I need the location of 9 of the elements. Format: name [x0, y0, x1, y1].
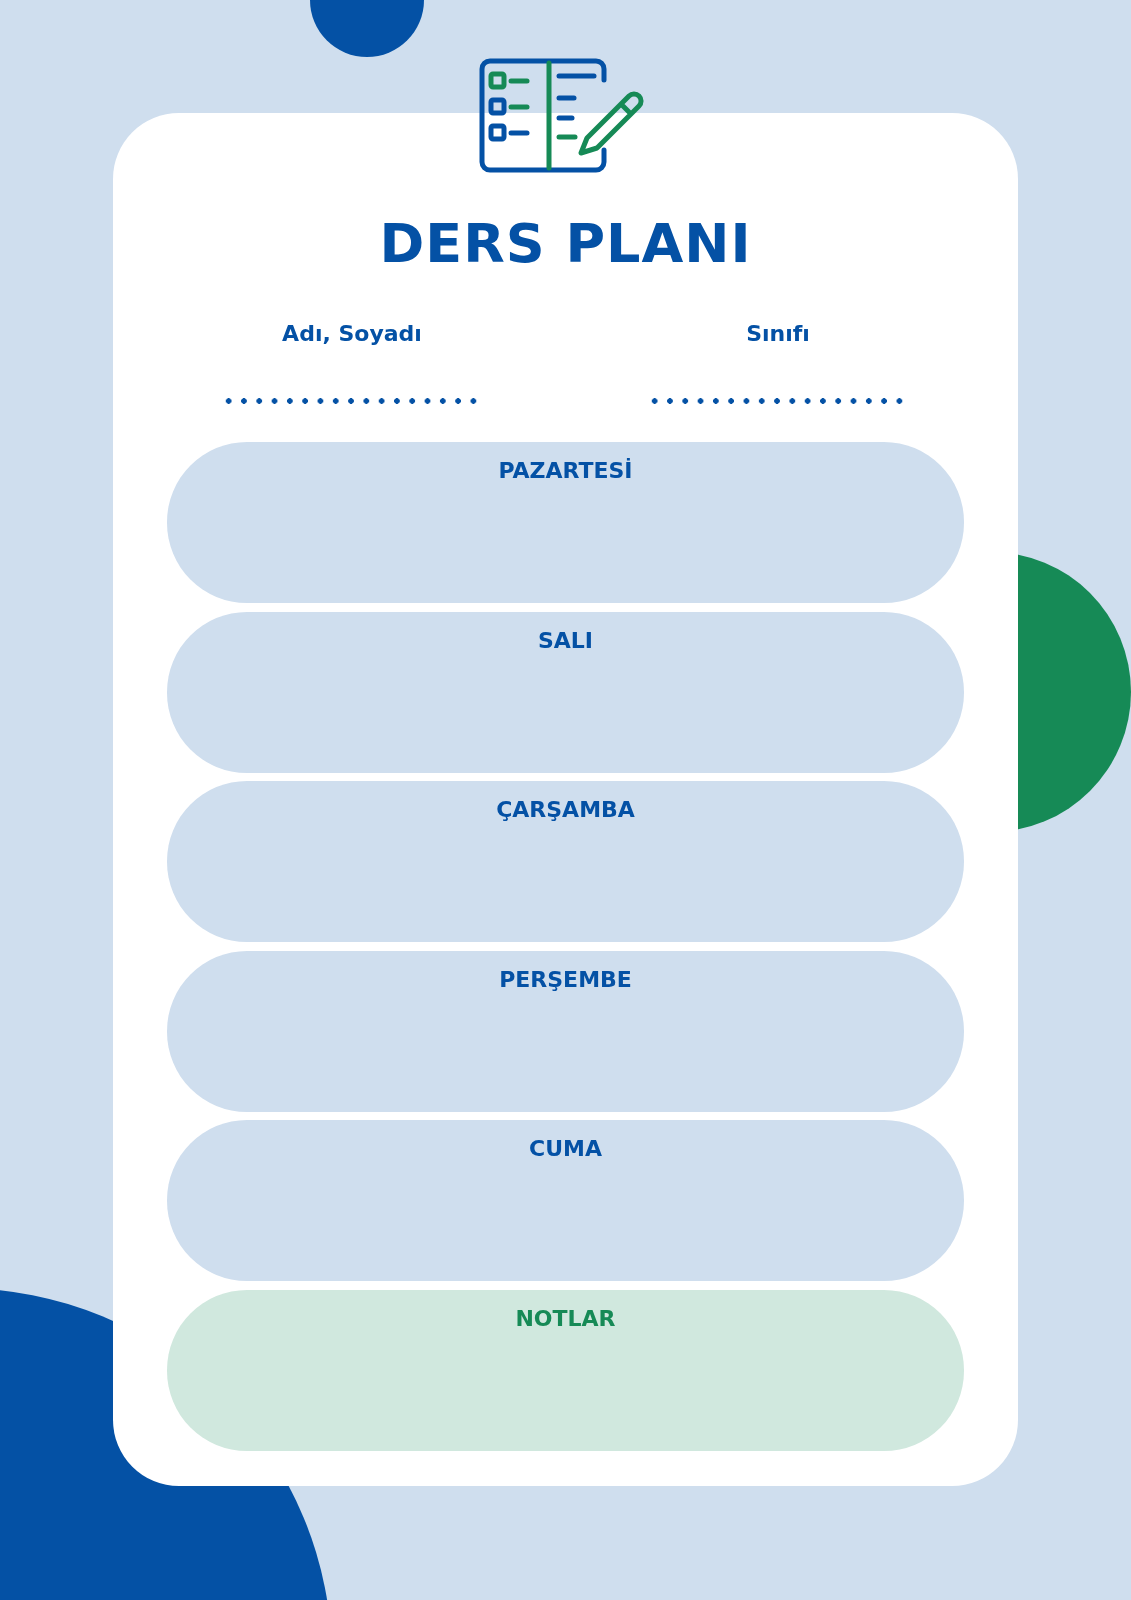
- panel-heading: PAZARTESİ: [497, 458, 634, 483]
- panel-heading: ÇARŞAMBA: [495, 797, 636, 822]
- field-label: Adı, Soyadı: [281, 321, 423, 346]
- panel-heading: PERŞEMBE: [498, 966, 633, 992]
- panel-heading: SALI: [536, 627, 595, 653]
- title: DERS PLANI: [378, 212, 753, 275]
- field-label: Sınıfı: [745, 321, 811, 346]
- panel-heading: NOTLAR: [514, 1305, 617, 1331]
- panel-heading: CUMA: [528, 1136, 603, 1161]
